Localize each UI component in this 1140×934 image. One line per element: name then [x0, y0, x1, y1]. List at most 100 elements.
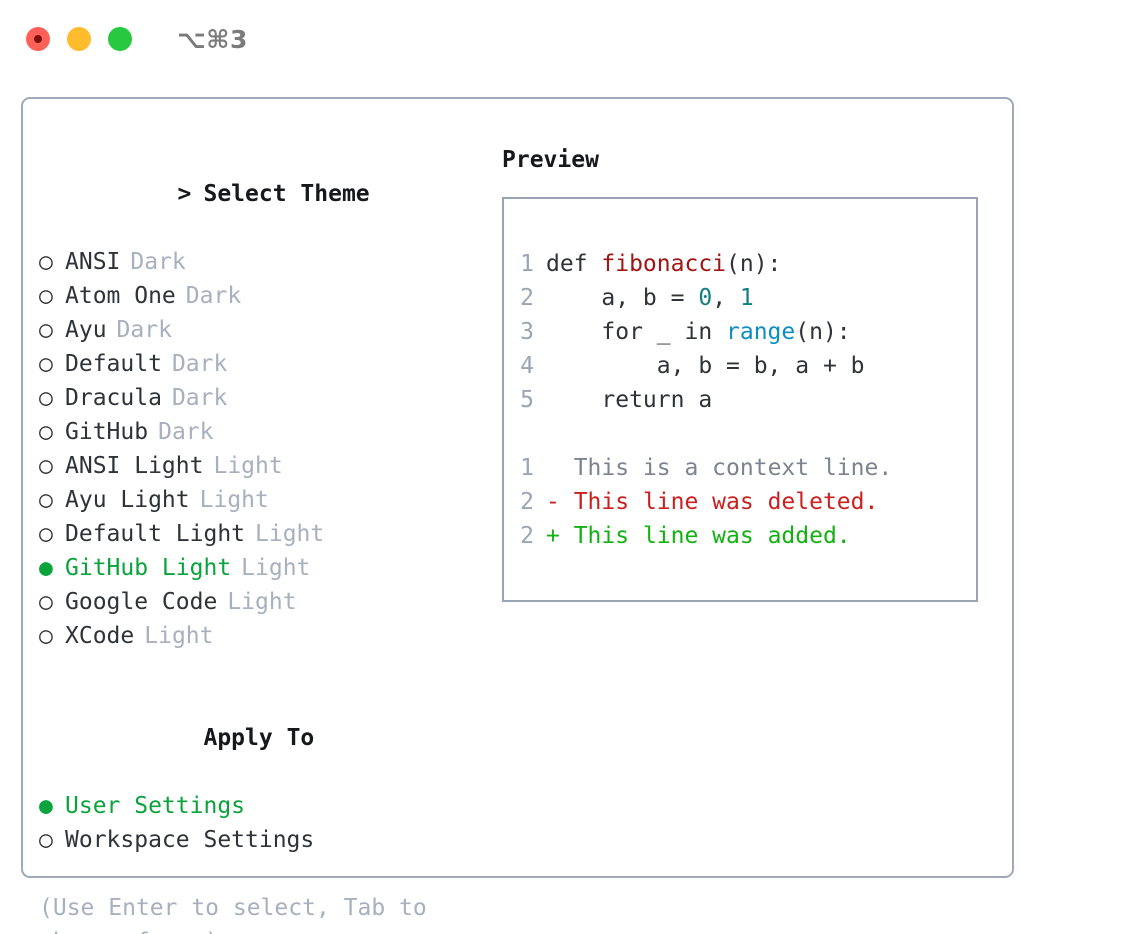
radio-unselected-icon: ○ — [39, 385, 53, 411]
theme-name-label: ANSI Light — [65, 453, 204, 479]
line-number: 2 — [520, 489, 534, 515]
theme-variant-tag: Dark — [171, 351, 228, 377]
radio-selected-icon: ● — [39, 555, 53, 581]
diff-line-text: This line was added. — [573, 523, 851, 549]
apply-to-list: ● User Settings ○ Workspace Settings — [39, 789, 479, 857]
code-token: a, b = b, a + b — [546, 353, 865, 379]
minimize-button[interactable] — [67, 27, 91, 51]
theme-variant-tag: Light — [255, 521, 325, 547]
diff-line: 2 + This line was added. — [504, 519, 976, 553]
radio-unselected-icon: ○ — [39, 249, 53, 275]
select-theme-heading: >Select Theme — [39, 143, 479, 245]
code-token: a, b = — [546, 285, 699, 311]
theme-name-label: Ayu Light — [65, 487, 190, 513]
diff-line-text: This line was deleted. — [573, 489, 879, 515]
diff-preview: 1 This is a context line. 2- This line wa… — [504, 451, 976, 553]
theme-name-label: Default Light — [65, 521, 246, 547]
code-token: (n): — [795, 319, 851, 345]
code-line: 4 a, b = b, a + b — [504, 349, 976, 383]
theme-variant-tag: Dark — [116, 317, 172, 343]
radio-unselected-icon: ○ — [39, 351, 53, 377]
code-token: def — [546, 251, 602, 277]
radio-unselected-icon: ○ — [39, 283, 53, 309]
keyboard-hint-text: (Use Enter to select, Tab to change focu… — [39, 895, 427, 934]
diff-sign: + — [546, 523, 574, 549]
theme-variant-tag: Light — [213, 453, 283, 479]
theme-name-label: Default — [65, 351, 162, 377]
theme-variant-tag: Dark — [158, 419, 214, 445]
theme-name-label: XCode — [65, 623, 135, 649]
code-line-content: for _ in range(n): — [546, 315, 851, 349]
code-token: return a — [546, 387, 713, 413]
radio-unselected-icon: ○ — [39, 827, 53, 853]
code-line-content: a, b = 0, 1 — [546, 281, 754, 315]
line-number: 1 — [520, 251, 534, 277]
theme-name-label: Google Code — [65, 589, 218, 615]
line-number: 2 — [520, 285, 534, 311]
theme-name-label: GitHub Light — [65, 555, 232, 581]
radio-unselected-icon: ○ — [39, 317, 53, 343]
diff-line-text: This is a context line. — [573, 455, 893, 481]
theme-list-item[interactable]: ○ ANSI Dark — [39, 245, 479, 279]
theme-list-item[interactable]: ○ Ayu Light Light — [39, 483, 479, 517]
code-line: 1 def fibonacci(n): — [504, 247, 976, 281]
theme-variant-tag: Light — [199, 487, 269, 513]
theme-name-label: GitHub — [65, 419, 149, 445]
close-button[interactable] — [26, 27, 50, 51]
apply-to-label: Apply To — [203, 725, 315, 751]
code-diff-spacer — [504, 417, 976, 451]
code-token: 0 — [698, 285, 713, 311]
theme-variant-tag: Light — [241, 555, 311, 581]
code-line-content: def fibonacci(n): — [546, 247, 781, 281]
theme-list-item[interactable]: ○ Default Dark — [39, 347, 479, 381]
line-number: 2 — [520, 523, 534, 549]
maximize-button[interactable] — [108, 27, 132, 51]
theme-list-item[interactable]: ○ Dracula Dark — [39, 381, 479, 415]
radio-unselected-icon: ○ — [39, 487, 53, 513]
code-token: 1 — [739, 285, 754, 311]
theme-variant-tag: Dark — [171, 385, 228, 411]
theme-name-label: Ayu — [65, 317, 107, 343]
apply-to-list-item[interactable]: ● User Settings — [39, 789, 479, 823]
radio-selected-icon: ● — [39, 793, 53, 819]
theme-name-label: Atom One — [65, 283, 176, 309]
code-token: fibonacci — [601, 251, 727, 277]
code-line: 3 for _ in range(n): — [504, 315, 976, 349]
code-line: 2 a, b = 0, 1 — [504, 281, 976, 315]
window-controls — [26, 27, 132, 51]
radio-unselected-icon: ○ — [39, 589, 53, 615]
theme-list-item[interactable]: ● GitHub Light Light — [39, 551, 479, 585]
radio-unselected-icon: ○ — [39, 453, 53, 479]
theme-variant-tag: Dark — [130, 249, 186, 275]
theme-name-label: Dracula — [65, 385, 162, 411]
theme-list-item[interactable]: ○ Ayu Dark — [39, 313, 479, 347]
apply-to-heading: Apply To — [39, 687, 479, 789]
theme-list-item[interactable]: ○ ANSI Light Light — [39, 449, 479, 483]
radio-unselected-icon: ○ — [39, 419, 53, 445]
theme-name-label: ANSI — [65, 249, 121, 275]
diff-line: 1 This is a context line. — [504, 451, 976, 485]
apply-to-option-label: User Settings — [65, 793, 246, 819]
theme-variant-tag: Light — [144, 623, 214, 649]
theme-list-item[interactable]: ○ Atom One Dark — [39, 279, 479, 313]
theme-variant-tag: Dark — [185, 283, 242, 309]
code-token: range — [726, 319, 796, 345]
line-number: 5 — [520, 387, 534, 413]
apply-to-list-item[interactable]: ○ Workspace Settings — [39, 823, 479, 857]
code-line-content: return a — [546, 383, 712, 417]
title-bar: ⌥⌘3 — [0, 0, 1140, 78]
diff-sign: - — [546, 489, 574, 515]
theme-list-item[interactable]: ○ GitHub Dark — [39, 415, 479, 449]
apply-to-option-label: Workspace Settings — [65, 827, 315, 853]
code-line-content: a, b = b, a + b — [546, 349, 865, 383]
